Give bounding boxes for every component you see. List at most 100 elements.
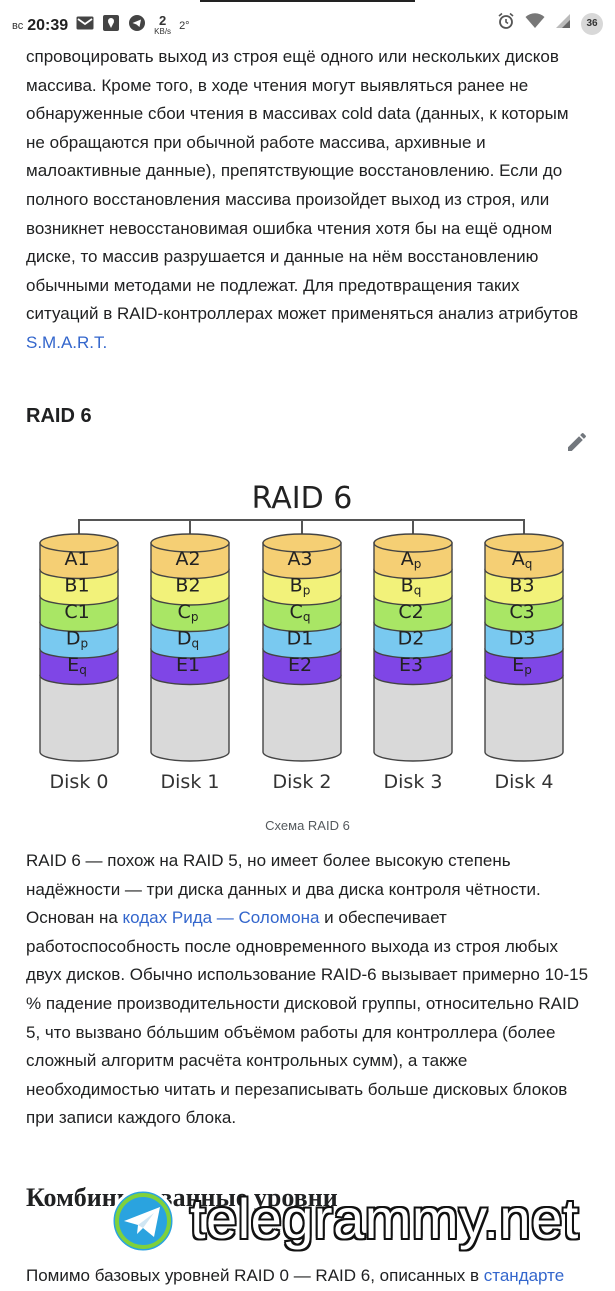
block-label-sub: 3 (300, 548, 312, 570)
block-label-base: B (64, 575, 77, 597)
disk-block (262, 621, 342, 659)
block-label: B3 (509, 575, 534, 597)
block-label: Bq (401, 575, 422, 598)
block-label-sub: q (192, 637, 200, 651)
pencil-icon (568, 432, 587, 451)
block-label-base: C (178, 601, 191, 623)
disk-empty-space (262, 674, 342, 762)
block-label-base: D (66, 628, 81, 650)
block-label-base: A (512, 548, 525, 570)
block-label-base: C (64, 601, 77, 623)
block-label: Ep (512, 654, 532, 677)
block-label-base: C (509, 601, 522, 623)
disk-block (484, 568, 564, 606)
disk-block (39, 568, 119, 606)
disk-top-cap (262, 533, 342, 553)
block-label-base: A (401, 548, 414, 570)
block-label-base: E (288, 654, 300, 676)
disk-block (484, 648, 564, 686)
disk-label: Disk 1 (161, 771, 220, 793)
block-label-base: E (399, 654, 411, 676)
article-paragraph-2: RAID 6 — похож на RAID 5, но имеет более… (26, 847, 592, 1133)
block-label-sub: p (524, 663, 532, 677)
block-label: E2 (288, 654, 312, 676)
reed-solomon-link[interactable]: кодах Рида — Соломона (122, 908, 320, 928)
edit-section-button[interactable] (565, 430, 589, 454)
block-label-sub: p (191, 610, 199, 624)
block-label-base: B (175, 575, 188, 597)
block-label: E3 (399, 654, 423, 676)
block-label-sub: 2 (412, 601, 424, 623)
block-label-sub: 1 (188, 654, 200, 676)
paragraph-2-text-after: и обеспечивает работоспособность после о… (26, 908, 589, 1128)
alarm-icon (497, 12, 515, 35)
telegram-logo-icon (110, 1188, 176, 1254)
speed-unit: KB/s (154, 27, 172, 36)
section-heading-raid6: RAID 6 (26, 405, 92, 427)
day-label: вс (12, 19, 24, 32)
block-label-sub: 3 (523, 628, 535, 650)
paragraph-1-text: спровоцировать выход из строя ещё одного… (26, 47, 579, 324)
disk-block (39, 621, 119, 659)
signal-icon (555, 13, 571, 34)
block-label: D3 (509, 628, 536, 650)
block-label-base: A (287, 548, 300, 570)
paragraph-2-text-before: RAID 6 — похож на RAID 5, но имеет более… (26, 851, 541, 928)
disk-block (373, 568, 453, 606)
block-label: Cp (178, 601, 199, 624)
block-label-sub: 3 (411, 654, 423, 676)
disk-block (373, 595, 453, 633)
status-left: вс 20:39 2 KB/s 2° (12, 14, 190, 37)
block-label-sub: 1 (77, 548, 89, 570)
disk-label: Disk 0 (50, 771, 109, 793)
block-label: D2 (398, 628, 425, 650)
block-label: Eq (67, 654, 87, 677)
diagram-title: RAID 6 (252, 481, 353, 516)
disk-block (262, 568, 342, 606)
block-label-sub: 3 (523, 601, 535, 623)
article-paragraph-3: Помимо базовых уровней RAID 0 — RAID 6, … (26, 1262, 592, 1291)
telegram-icon (128, 14, 146, 37)
disk-block (373, 621, 453, 659)
speed-value: 2 (158, 13, 167, 28)
block-label-base: A (64, 548, 77, 570)
disk-empty-space (150, 674, 230, 762)
block-label: A2 (175, 548, 200, 570)
network-speed: 2 KB/s (154, 13, 172, 36)
disk-block (262, 542, 342, 580)
block-label: Bp (290, 575, 311, 598)
block-label-base: D (287, 628, 302, 650)
block-label: D1 (287, 628, 314, 650)
disk-block (262, 648, 342, 686)
wifi-icon (525, 13, 545, 34)
standard-link[interactable]: стандарте (483, 1266, 565, 1285)
block-label-base: D (177, 628, 192, 650)
block-label: B2 (175, 575, 200, 597)
location-icon (102, 14, 120, 37)
block-label: C3 (509, 601, 534, 623)
disk-block (373, 542, 453, 580)
block-label-sub: p (81, 637, 89, 651)
block-label: Dp (66, 628, 88, 651)
disk-label: Disk 3 (384, 771, 443, 793)
block-label: B1 (64, 575, 89, 597)
clock: 20:39 (27, 16, 69, 34)
section-heading-combined-levels: Комбинированные уровни (26, 1183, 338, 1212)
battery-indicator: 36 (581, 12, 603, 35)
status-bar: вс 20:39 2 KB/s 2° 36 (0, 0, 615, 50)
disk-block (484, 595, 564, 633)
block-label-sub: q (414, 584, 422, 598)
disk-block (150, 621, 230, 659)
disk-empty-space (373, 674, 453, 762)
block-label: Aq (512, 548, 533, 571)
smart-link[interactable]: S.M.A.R.T. (26, 332, 108, 352)
disk-label: Disk 4 (495, 771, 554, 793)
block-label: Dq (177, 628, 199, 651)
block-label-base: A (175, 548, 188, 570)
block-label-base: E (512, 654, 524, 676)
